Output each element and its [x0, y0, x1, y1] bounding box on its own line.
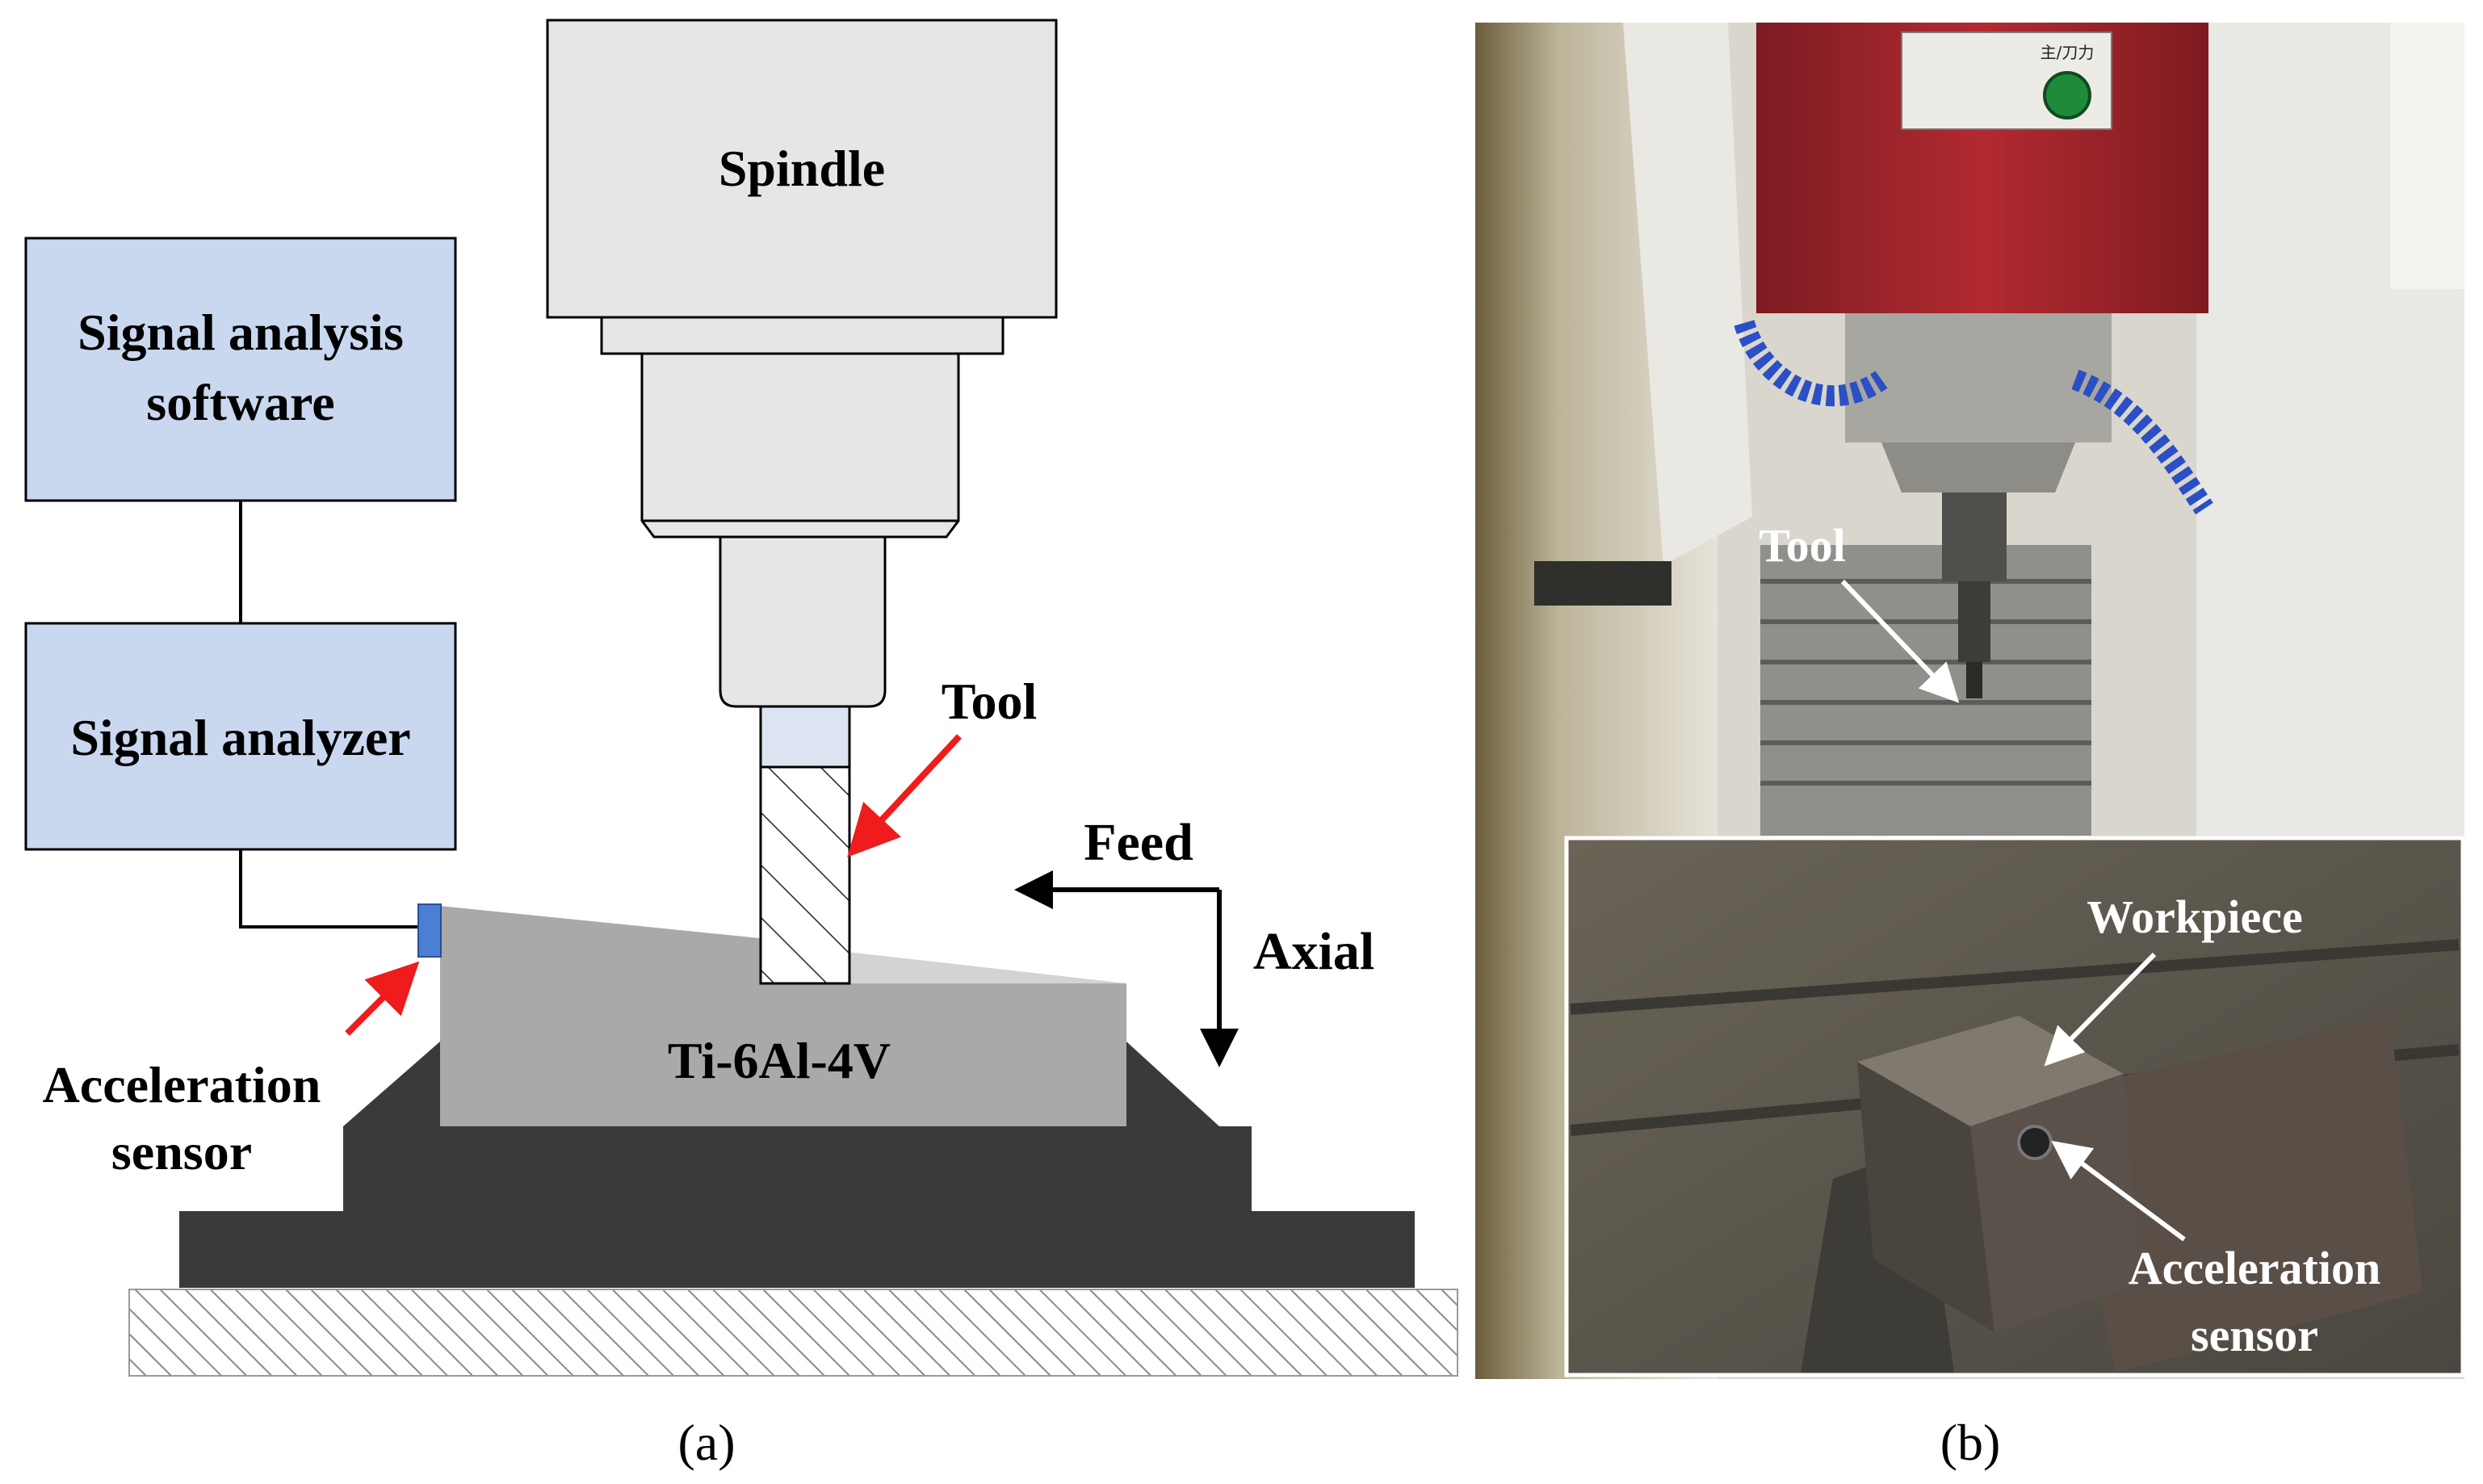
panel-a-caption: (a): [677, 1414, 735, 1471]
photo-tool-tip: [1966, 662, 1982, 698]
tool-holder-lower: [719, 535, 887, 708]
axial-label: Axial: [1253, 922, 1374, 981]
signal-analysis-software-box: [24, 237, 457, 502]
analyzer-sensor-cable: [239, 849, 420, 929]
photo-sensor-label-line2: sensor: [2191, 1309, 2318, 1361]
photo-door-edge: [1623, 23, 1752, 565]
photo-green-button: [2043, 71, 2091, 119]
photo-tool-arrow: [1840, 579, 1960, 703]
signal-analyzer-box: [24, 622, 457, 851]
photo-left-bracket: [1534, 561, 1671, 606]
panel-b-caption: (b): [1940, 1414, 2001, 1471]
photo-tool-holder: [1942, 493, 2007, 581]
spindle-collar: [600, 316, 1005, 355]
photo-coolant-hose-right: [2071, 369, 2213, 515]
panel-b: 主/刀力 Tool Workpiece Acceleration sensor: [1475, 23, 2465, 1471]
photo-spindle-nose: [1881, 442, 2075, 493]
spindle-body: [546, 19, 1058, 319]
acceleration-sensor-block: [417, 903, 442, 958]
fixture-lower: [179, 1211, 1415, 1288]
inset-vise-body: [2059, 1017, 2422, 1373]
sensor-label-line2: sensor: [111, 1123, 252, 1180]
sensor-pointer-arrow: [345, 961, 420, 1036]
workpiece-body: [440, 906, 1126, 1126]
tool-cutter: [759, 765, 851, 985]
photo-panel-marking: 主/刀力: [2041, 43, 2095, 62]
photo-workpiece-arrow: [2044, 952, 2157, 1067]
workpiece-label: Ti-6Al-4V: [668, 1032, 891, 1089]
signal-analyzer-label: Signal analyzer: [70, 709, 410, 766]
inset-sensor: [2017, 1125, 2053, 1160]
spindle-label: Spindle: [719, 140, 885, 197]
tool-label: Tool: [942, 673, 1038, 730]
signal-analysis-software-line1: Signal analysis: [78, 304, 404, 361]
photo-workpiece-label: Workpiece: [2087, 891, 2302, 943]
sensor-label-line1: Acceleration: [43, 1056, 321, 1113]
panel-a: Spindle Signal analysis software Signal …: [24, 19, 1458, 1471]
photo-spindle-housing: [1845, 313, 2112, 442]
photo-sensor-arrow: [2051, 1140, 2186, 1242]
photo-right-shelf: [2390, 23, 2464, 289]
photo-tool: [1958, 581, 1990, 662]
machine-table-hatched: [128, 1289, 1458, 1377]
inset-workpiece-front: [1970, 1074, 2140, 1332]
tool-shank: [759, 705, 851, 769]
photo-panel-slots: [1760, 579, 2091, 786]
feed-label: Feed: [1084, 813, 1193, 872]
photo-sensor-label-line1: Acceleration: [2129, 1242, 2380, 1294]
photo-tool-label: Tool: [1759, 519, 1845, 572]
fixture-upper: [343, 1126, 1252, 1211]
inset-workpiece-side: [1857, 1062, 1994, 1332]
tool-holder-upper: [640, 352, 960, 539]
tool-pointer-arrow: [847, 734, 962, 857]
photo-back-panel: [1760, 545, 2091, 836]
signal-analysis-software-line2: software: [146, 374, 334, 431]
